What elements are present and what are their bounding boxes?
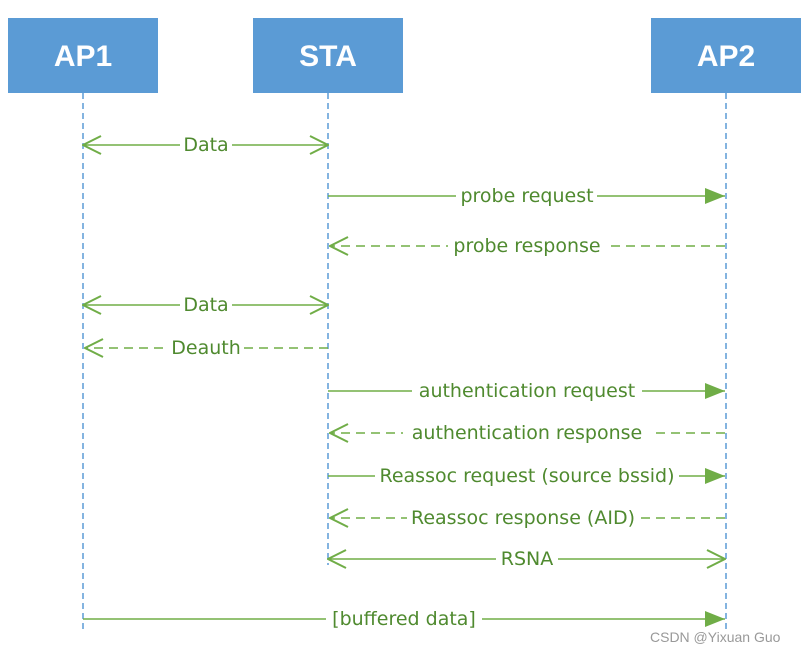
- label-bg: [180, 293, 232, 317]
- message-label: [buffered data]: [332, 608, 476, 630]
- message-label: probe request: [460, 185, 593, 207]
- message-authentication-response: authentication response: [330, 421, 725, 445]
- message-label: Reassoc request (source bssid): [379, 465, 674, 487]
- message-label: Deauth: [171, 337, 241, 359]
- actor-box: [253, 18, 403, 93]
- message-probe-request: probe request: [328, 184, 725, 208]
- label-bg: [180, 133, 232, 157]
- message-label: probe response: [453, 235, 600, 257]
- actor-box: [651, 18, 801, 93]
- label-bg: [375, 464, 679, 488]
- label-bg: [407, 506, 639, 530]
- actor-label: AP1: [54, 40, 112, 73]
- label-bg: [403, 421, 651, 445]
- actor-label: AP2: [697, 40, 755, 73]
- actor-ap2: AP2: [651, 18, 801, 93]
- message-data-2: Data: [83, 293, 328, 317]
- message-label: authentication request: [419, 380, 635, 402]
- actor-label: STA: [299, 40, 357, 73]
- message-label: Data: [183, 294, 228, 316]
- message-probe-response: probe response: [330, 234, 725, 258]
- message-reassoc-response: Reassoc response (AID): [330, 506, 725, 530]
- watermark: CSDN @Yixuan Guo: [650, 629, 781, 645]
- message-deauth: Deauth: [85, 336, 328, 360]
- label-bg: [326, 607, 482, 631]
- message-label: authentication response: [412, 422, 642, 444]
- actor-sta: STA: [253, 18, 403, 93]
- actor-box: [8, 18, 158, 93]
- message-rsna: RSNA: [328, 547, 725, 571]
- message-reassoc-request: Reassoc request (source bssid): [328, 464, 725, 488]
- label-bg: [412, 379, 642, 403]
- label-bg: [456, 184, 597, 208]
- label-bg: [496, 547, 558, 571]
- label-bg: [168, 336, 244, 360]
- message-data-1: Data: [83, 133, 328, 157]
- actor-ap1: AP1: [8, 18, 158, 93]
- message-label: Data: [183, 134, 228, 156]
- message-authentication-request: authentication request: [328, 379, 725, 403]
- message-buffered-data: [buffered data]: [83, 607, 725, 631]
- message-label: RSNA: [501, 548, 553, 570]
- message-label: Reassoc response (AID): [411, 507, 635, 529]
- label-bg: [448, 234, 606, 258]
